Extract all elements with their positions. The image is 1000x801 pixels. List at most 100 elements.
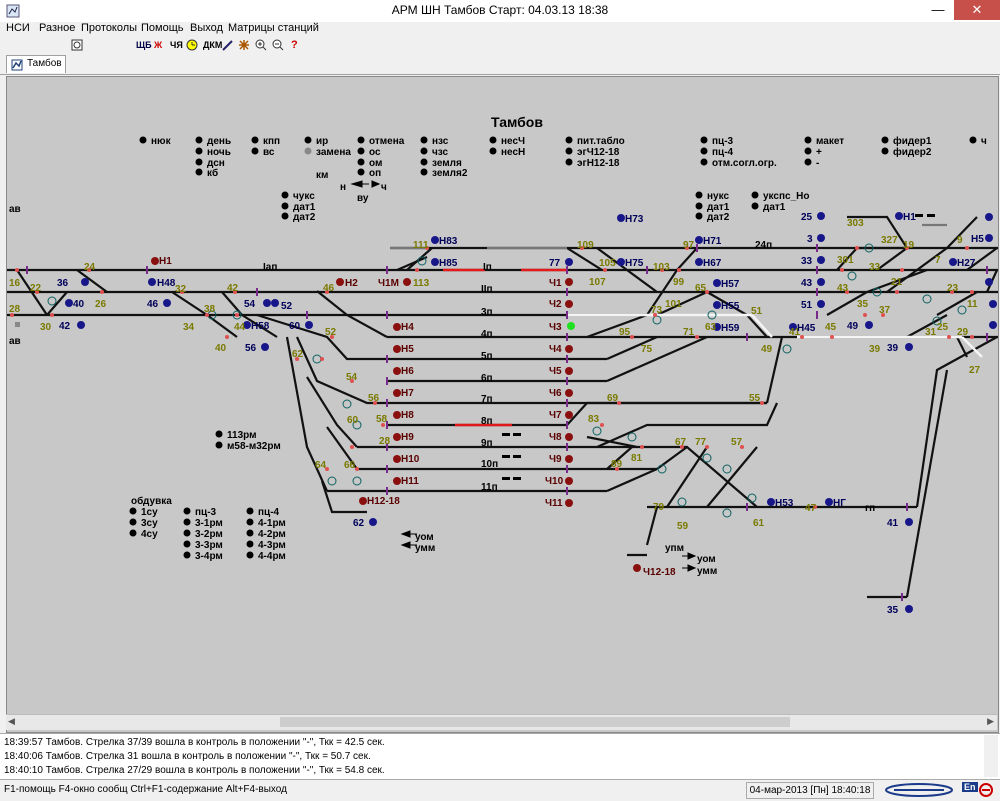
menu-help[interactable]: Помощь: [141, 22, 184, 34]
indicator-lamp[interactable]: [565, 158, 573, 166]
toolbar-dkm-button[interactable]: ДКМ: [203, 40, 223, 50]
indicator-label: оп: [369, 168, 381, 179]
indicator-lamp[interactable]: [565, 147, 573, 155]
diagram-label: 41: [789, 327, 801, 338]
indicator-lamp[interactable]: [183, 529, 191, 537]
zoom-out-icon[interactable]: [272, 39, 284, 51]
indicator-lamp[interactable]: [195, 168, 203, 176]
indicator-lamp[interactable]: [751, 191, 759, 199]
diagram-label: 111: [413, 240, 429, 251]
indicator-lamp[interactable]: [246, 518, 254, 526]
indicator-lamp[interactable]: [420, 158, 428, 166]
indicator-lamp[interactable]: [420, 147, 428, 155]
indicator-lamp[interactable]: [357, 136, 365, 144]
indicator-lamp[interactable]: [357, 158, 365, 166]
indicator-lamp[interactable]: [489, 147, 497, 155]
indicator-lamp[interactable]: [695, 212, 703, 220]
diagram-label: 34: [183, 322, 195, 333]
indicator-lamp[interactable]: [357, 168, 365, 176]
indicator-lamp[interactable]: [139, 136, 147, 144]
power-icon[interactable]: [978, 782, 994, 798]
scroll-left-icon[interactable]: ◀: [8, 716, 15, 726]
diagram-label: 55: [749, 393, 761, 404]
indicator-lamp[interactable]: [304, 147, 312, 155]
indicator-lamp[interactable]: [304, 136, 312, 144]
indicator-lamp[interactable]: [129, 529, 137, 537]
indicator-lamp[interactable]: [969, 136, 977, 144]
scroll-thumb[interactable]: [280, 717, 790, 727]
scroll-right-icon[interactable]: ▶: [987, 716, 994, 726]
menu-misc[interactable]: Разное: [39, 22, 76, 34]
asterisk-icon[interactable]: [238, 39, 250, 51]
indicator-lamp[interactable]: [489, 136, 497, 144]
diagram-label: 113: [413, 278, 430, 289]
indicator-lamp[interactable]: [695, 202, 703, 210]
indicator-lamp[interactable]: [129, 518, 137, 526]
clock-icon[interactable]: [186, 39, 198, 51]
menu-station-matrices[interactable]: Матрицы станций: [228, 22, 319, 34]
indicator-lamp[interactable]: [183, 540, 191, 548]
indicator-lamp[interactable]: [246, 529, 254, 537]
language-indicator[interactable]: En: [962, 782, 978, 792]
indicator-lamp[interactable]: [804, 147, 812, 155]
indicator-lamp[interactable]: [881, 136, 889, 144]
indicator-lamp[interactable]: [700, 147, 708, 155]
diagram-label: 36: [57, 278, 69, 289]
toolbar-chya-button[interactable]: ЧЯ: [170, 40, 183, 50]
indicator-lamp[interactable]: [251, 147, 259, 155]
indicator-lamp[interactable]: [357, 147, 365, 155]
indicator-label: вс: [263, 147, 275, 158]
indicator-lamp[interactable]: [281, 202, 289, 210]
diagram-label: 59: [677, 521, 689, 532]
diagram-label: 19: [903, 240, 915, 251]
indicator-lamp[interactable]: [215, 441, 223, 449]
diagram-label: 56: [368, 393, 380, 404]
indicator-label: дсн: [207, 158, 225, 169]
indicator-lamp[interactable]: [246, 551, 254, 559]
help-icon[interactable]: ?: [291, 39, 298, 51]
indicator-lamp[interactable]: [804, 136, 812, 144]
indicator-lamp[interactable]: [700, 158, 708, 166]
zoom-in-icon[interactable]: [255, 39, 267, 51]
indicator-lamp[interactable]: [751, 202, 759, 210]
indicator-lamp[interactable]: [246, 507, 254, 515]
diagram-label: 24: [84, 262, 96, 273]
indicator-lamp[interactable]: [695, 191, 703, 199]
indicator-lamp[interactable]: [281, 212, 289, 220]
indicator-lamp[interactable]: [804, 158, 812, 166]
indicator-lamp[interactable]: [183, 518, 191, 526]
indicator-label: нукс: [707, 191, 729, 202]
indicator-lamp[interactable]: [195, 136, 203, 144]
indicator-lamp[interactable]: [246, 540, 254, 548]
log-scrollbar[interactable]: [984, 735, 998, 777]
menu-nsi[interactable]: НСИ: [6, 22, 30, 34]
diagram-label: 45: [825, 322, 837, 333]
diagram-label: 32: [175, 284, 187, 295]
toolbar-zh-button[interactable]: Ж: [154, 40, 163, 50]
indicator-lamp[interactable]: [251, 136, 259, 144]
diagram-label: 28: [9, 304, 21, 315]
tab-tambov[interactable]: Тамбов: [6, 55, 66, 73]
indicator-lamp[interactable]: [281, 191, 289, 199]
toolbar-shchb-button[interactable]: ЩБ: [136, 40, 152, 50]
indicator-lamp[interactable]: [700, 136, 708, 144]
doc-icon[interactable]: [71, 39, 83, 51]
indicator-lamp[interactable]: [420, 136, 428, 144]
minimize-button[interactable]: —: [931, 2, 945, 17]
menu-exit[interactable]: Выход: [190, 22, 223, 34]
indicator-lamp[interactable]: [420, 168, 428, 176]
indicator-lamp[interactable]: [129, 507, 137, 515]
indicator-lamp[interactable]: [183, 551, 191, 559]
indicator-lamp[interactable]: [195, 158, 203, 166]
indicator-lamp[interactable]: [215, 430, 223, 438]
pen-icon[interactable]: [222, 39, 234, 51]
indicator-lamp[interactable]: [565, 136, 573, 144]
indicator-lamp[interactable]: [195, 147, 203, 155]
horizontal-scrollbar[interactable]: ◀ ▶: [6, 714, 997, 730]
indicator-label: замена: [316, 147, 351, 158]
menu-protocols[interactable]: Протоколы: [81, 22, 138, 34]
signal-ch3-green[interactable]: [567, 322, 575, 330]
indicator-lamp[interactable]: [881, 147, 889, 155]
indicator-lamp[interactable]: [183, 507, 191, 515]
close-button[interactable]: ✕: [954, 0, 1000, 20]
